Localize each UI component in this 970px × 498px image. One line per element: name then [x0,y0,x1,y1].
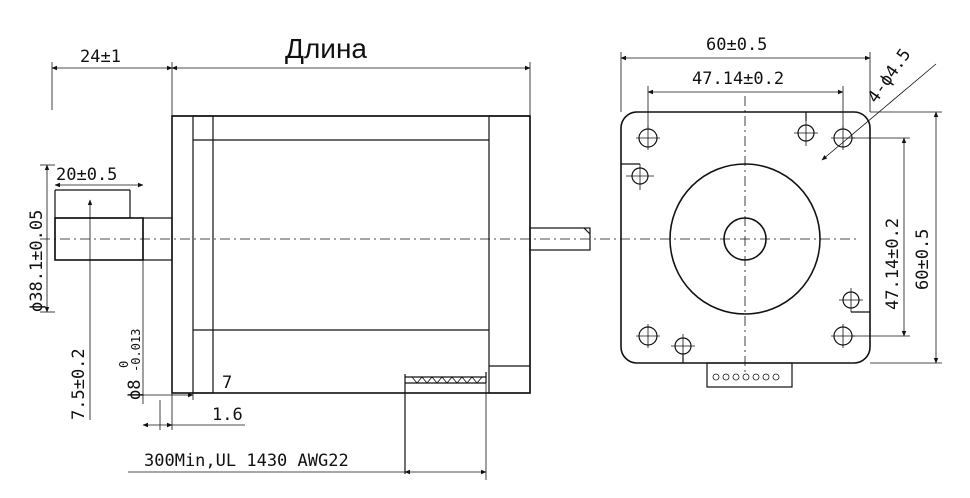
dim-step-7: 7 [222,373,232,393]
dim-hole-dia: 4-ϕ4.5 [864,45,916,107]
front-view: 60±0.5 47.14±0.2 4-ϕ4.5 47.14±0.2 60±0.5 [620,35,942,388]
dim-shaft-tol-lower: -0.013 [129,329,143,372]
flange-square [620,111,871,364]
rear-endcap [488,115,531,394]
dim-cable: 300Min,UL 1430 AWG22 [144,451,349,471]
dim-height-outer: 60±0.5 [913,229,933,290]
dim-length-title: Длина [285,33,367,64]
dim-boss-diameter: ϕ38.1±0.05 [27,210,47,312]
dim-flat-depth: 7.5±0.2 [69,348,89,420]
front-endcap [192,115,214,394]
dim-step-1-6: 1.6 [212,405,243,425]
motor-body [171,115,531,394]
dim-width-outer: 60±0.5 [706,35,767,55]
dim-shaft-tol-upper: 0 [117,361,131,368]
screw-heads [621,112,870,363]
cable-connector [404,372,487,474]
dim-height-pitch: 47.14±0.2 [883,218,903,310]
side-view: 24±1 Длина 20±0.5 ϕ38.1±0.05 7.5±0.2 ϕ8 … [27,33,860,480]
dim-hole-pitch: 47.14±0.2 [692,69,784,89]
dim-shaft-length: 20±0.5 [56,165,117,185]
connector-pins [712,373,780,381]
dim-shaft-diameter: ϕ8 [125,380,145,400]
connector-block [706,362,793,388]
dim-flange-thickness: 24±1 [80,47,121,67]
